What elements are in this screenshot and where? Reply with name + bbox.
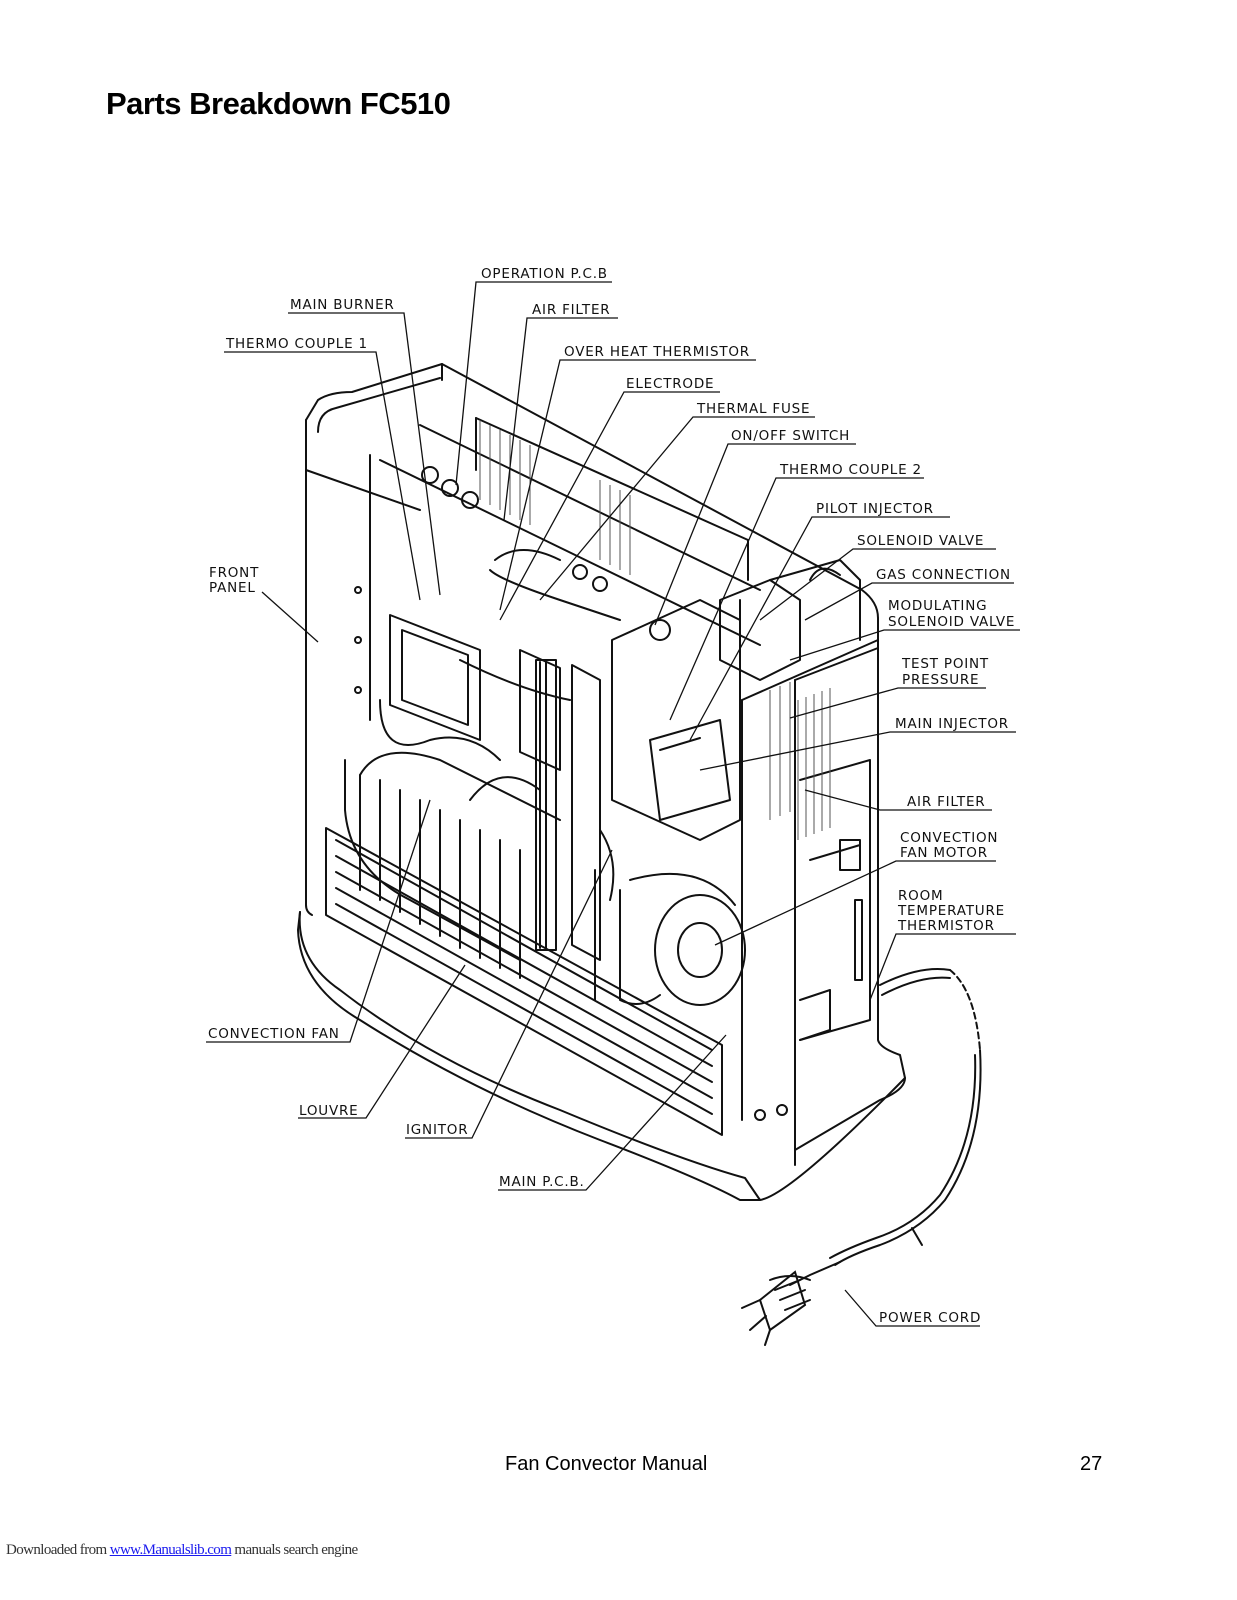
- leader-lines: [206, 281, 1020, 1327]
- power-cord-illustration: [741, 968, 982, 1346]
- label-thermo-couple-1: THERMO COUPLE 1: [225, 336, 368, 352]
- label-thermal-fuse: THERMAL FUSE: [696, 401, 810, 417]
- part-labels: OPERATION P.C.B MAIN BURNER AIR FILTER T…: [208, 266, 1015, 1326]
- label-convection-motor-line2: FAN MOTOR: [900, 845, 988, 861]
- heater-illustration: [297, 363, 906, 1201]
- page-title: Parts Breakdown FC510: [106, 86, 451, 121]
- page-number: 27: [1080, 1453, 1103, 1475]
- label-air-filter-top: AIR FILTER: [532, 302, 610, 318]
- label-convection-fan: CONVECTION FAN: [208, 1026, 340, 1042]
- label-modulating-line1: MODULATING: [888, 598, 987, 614]
- label-gas-connection: GAS CONNECTION: [876, 567, 1011, 583]
- grille-hatching: [479, 420, 831, 840]
- label-front-panel-line1: FRONT: [209, 565, 259, 581]
- label-solenoid-valve: SOLENOID VALVE: [857, 533, 984, 549]
- label-main-burner: MAIN BURNER: [290, 297, 395, 313]
- label-pilot-injector: PILOT INJECTOR: [816, 501, 934, 517]
- label-main-injector: MAIN INJECTOR: [895, 716, 1009, 732]
- label-modulating-line2: SOLENOID VALVE: [888, 614, 1015, 630]
- label-front-panel-line2: PANEL: [209, 580, 256, 596]
- footer-manual-title: Fan Convector Manual: [505, 1453, 708, 1475]
- label-electrode: ELECTRODE: [626, 376, 714, 392]
- download-suffix: manuals search engine: [231, 1542, 358, 1558]
- label-convection-motor-line1: CONVECTION: [900, 830, 998, 846]
- label-on-off-switch: ON/OFF SWITCH: [731, 428, 850, 444]
- label-operation-pcb: OPERATION P.C.B: [481, 266, 608, 282]
- label-ignitor: IGNITOR: [406, 1122, 468, 1138]
- manualslib-link[interactable]: www.Manualslib.com: [109, 1542, 232, 1558]
- label-test-point-line1: TEST POINT: [901, 656, 989, 672]
- download-prefix: Downloaded from: [6, 1542, 110, 1558]
- label-over-heat-thermistor: OVER HEAT THERMISTOR: [564, 344, 750, 360]
- download-source-bar: Downloaded from www.Manualslib.com manua…: [6, 1542, 358, 1559]
- label-air-filter-side: AIR FILTER: [907, 794, 985, 810]
- label-test-point-line2: PRESSURE: [902, 672, 979, 688]
- label-room-temp-line1: ROOM: [898, 888, 943, 904]
- label-thermo-couple-2: THERMO COUPLE 2: [779, 462, 922, 478]
- label-louvre: LOUVRE: [299, 1103, 359, 1119]
- label-room-temp-line3: THERMISTOR: [897, 918, 995, 934]
- label-room-temp-line2: TEMPERATURE: [897, 903, 1005, 919]
- label-main-pcb: MAIN P.C.B.: [499, 1174, 585, 1190]
- label-power-cord: POWER CORD: [879, 1310, 981, 1326]
